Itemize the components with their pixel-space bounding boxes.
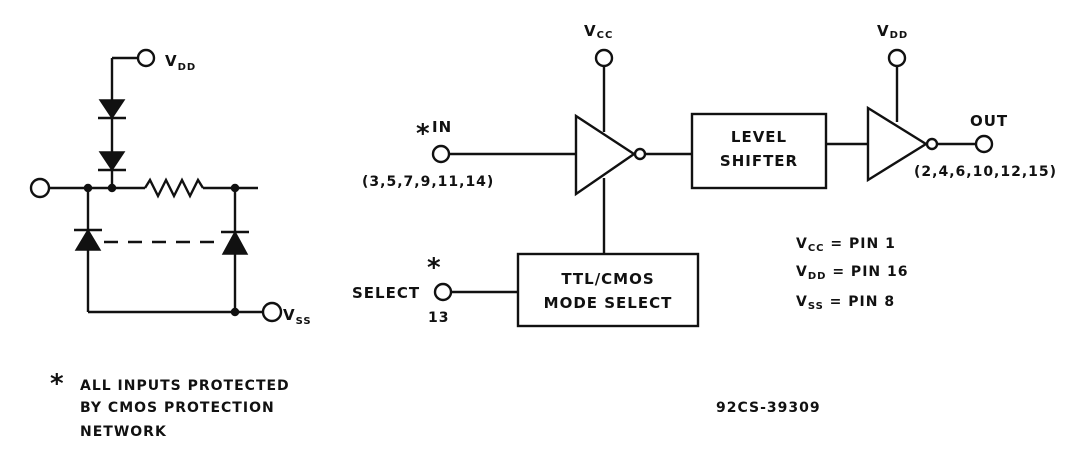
footnote-line-1: ALL INPUTS PROTECTED [80,378,290,394]
footnote-line-3: NETWORK [80,424,167,440]
vss-terminal [261,301,283,323]
output-terminal [974,134,994,154]
level-shifter-line-1: LEVEL [731,128,787,146]
vcc-terminal [594,48,614,68]
upper-diode-1 [98,99,126,120]
pin-legend-vcc: VCC = PIN 1 [796,236,896,254]
output-label: OUT [970,112,1008,130]
mode-select-line-1: TTL/CMOS [561,270,654,288]
footnote-line-2: BY CMOS PROTECTION [80,400,275,416]
output-buffer-bubble [925,137,939,151]
vcc-label: VCC [584,22,613,41]
upper-diode-2 [98,151,126,172]
level-shifter-line-2: SHIFTER [720,152,798,170]
pin-legend-vss: VSS = PIN 8 [796,294,895,312]
level-shifter-box [690,112,828,190]
select-star: * [427,253,441,283]
vdd-terminal-label: VDD [165,52,196,73]
input-buffer-bubble [633,147,647,161]
left-clamp-diode [74,228,102,251]
input-label: IN [432,118,452,136]
input-terminal [29,177,51,199]
select-label: SELECT [352,284,420,302]
input-star: * [416,119,430,149]
protection-network: VDD VSS [29,48,312,327]
vdd-terminal [136,48,156,68]
mode-select-line-2: MODE SELECT [544,294,673,312]
input-pin-terminal [431,144,451,164]
output-vdd-label: VDD [877,22,908,41]
footnote-star: * [50,369,64,399]
output-pin-numbers: (2,4,6,10,12,15) [914,164,1057,180]
output-buffer [866,105,929,183]
right-clamp-diode [221,230,249,255]
resistor [143,177,205,199]
block-diagram: VCC * IN (3,5,7,9,11,14) LEVEL SHIFTER V… [352,22,1057,328]
node-dot-center [107,183,117,193]
footnote: * ALL INPUTS PROTECTED BY CMOS PROTECTIO… [50,369,290,440]
pin-legend-vdd: VDD = PIN 16 [796,264,908,282]
select-terminal [433,282,453,302]
mode-select-box [516,252,700,328]
input-pin-numbers: (3,5,7,9,11,14) [362,174,494,190]
pin-legend: VCC = PIN 1 VDD = PIN 16 VSS = PIN 8 [796,236,908,312]
figure-code: 92CS-39309 [716,400,821,416]
vss-terminal-label: VSS [283,306,312,327]
node-dot-vss [230,307,240,317]
output-vdd-terminal [887,48,907,68]
select-pin-number: 13 [428,310,449,326]
input-buffer [574,113,637,197]
